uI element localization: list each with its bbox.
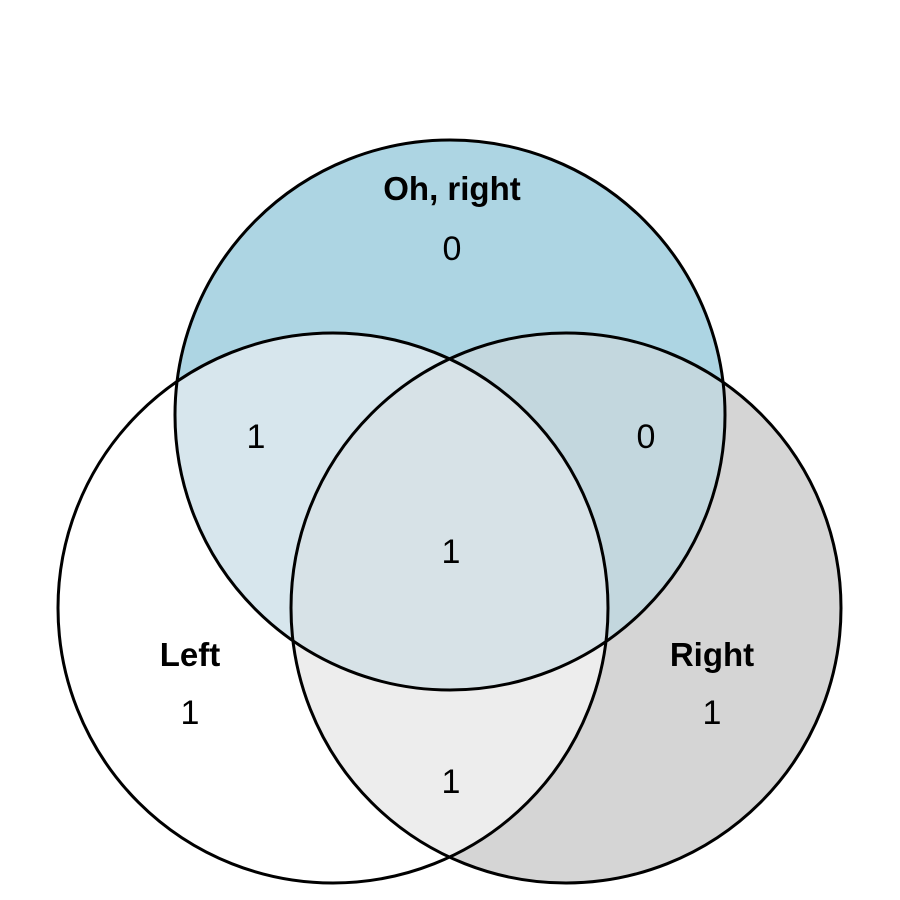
set-count-right: 1 (703, 694, 722, 732)
set-circle-top-outline (173, 138, 727, 692)
region-count-all-three: 1 (442, 533, 461, 571)
region-count-top-right: 0 (637, 418, 656, 456)
set-count-top: 0 (443, 230, 462, 268)
region-count-left-right: 1 (442, 763, 461, 801)
set-label-left: Left (160, 636, 221, 673)
set-count-left: 1 (181, 694, 200, 732)
set-circle-right-outline (289, 331, 843, 885)
region-all-three-fill (291, 333, 608, 690)
set-label-right: Right (670, 636, 754, 673)
set-label-top: Oh, right (383, 170, 520, 207)
region-count-top-left: 1 (247, 418, 266, 456)
set-circle-left-outline (56, 331, 610, 885)
